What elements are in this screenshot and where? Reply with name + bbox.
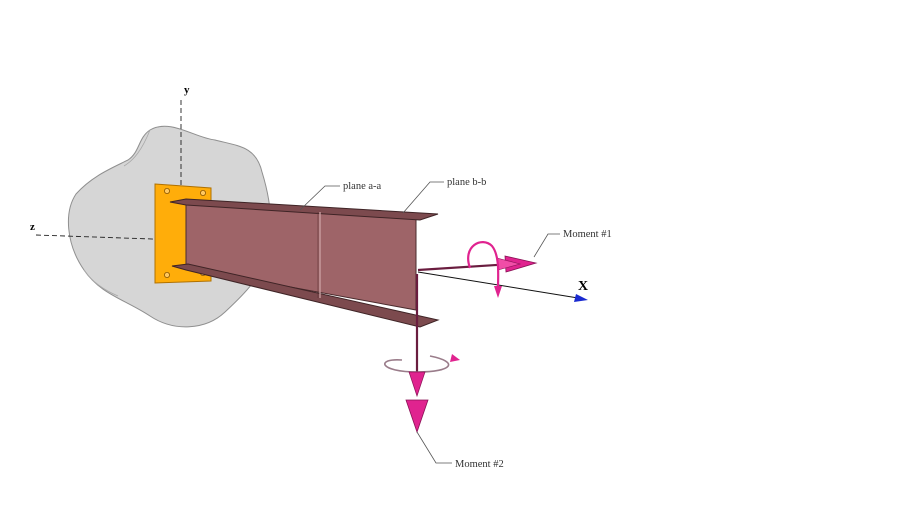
- moment-2-label: Moment #2: [455, 459, 504, 470]
- moment-1-arrow: [417, 241, 538, 298]
- leader-lines: [299, 181, 560, 464]
- i-beam: [169, 198, 440, 328]
- x-axis-label: X: [578, 279, 588, 294]
- x-axis-arrowhead: [574, 294, 588, 302]
- moment-2-arrow: [384, 274, 460, 434]
- plane-b-label: plane b-b: [447, 177, 486, 188]
- z-axis-label: z: [30, 221, 35, 233]
- moment-1-label: Moment #1: [563, 229, 612, 240]
- plane-a-label: plane a-a: [343, 181, 382, 192]
- y-axis-label: y: [184, 84, 190, 96]
